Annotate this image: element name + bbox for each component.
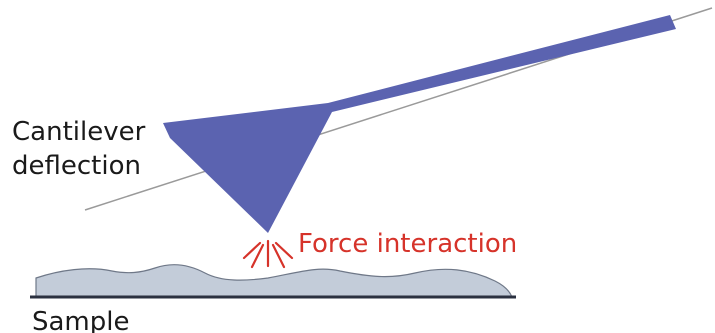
force-rays: [242, 239, 294, 269]
cantilever-label-line2: deflection: [12, 151, 141, 181]
cantilever-label-line1: Cantilever: [12, 117, 146, 147]
cantilever-beam: [163, 15, 676, 233]
sample-label: Sample: [32, 307, 130, 333]
sample-surface: [36, 264, 512, 297]
sample-outline: [35, 263, 513, 298]
force-interaction-label: Force interaction: [298, 229, 517, 259]
